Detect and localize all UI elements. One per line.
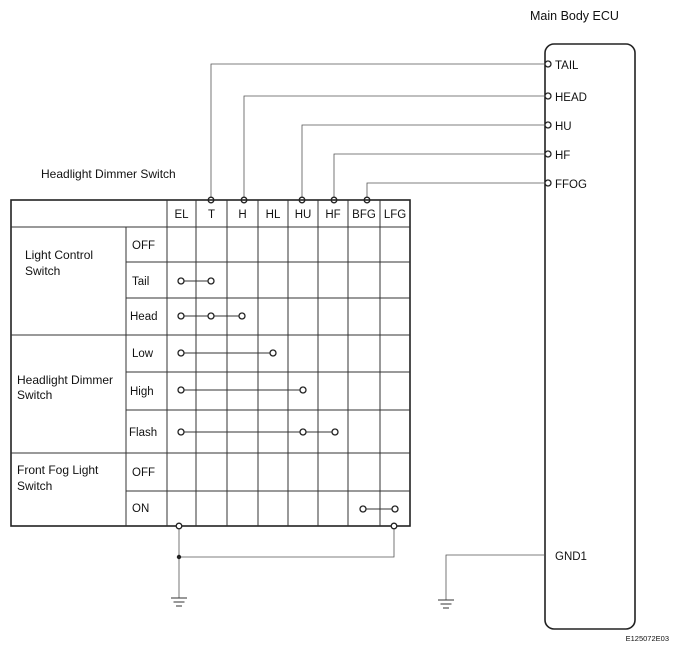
column-header-t: T [208,209,215,221]
ecu-pin-head-label: HEAD [555,92,587,104]
ecu-pin-tail: TAIL [544,60,579,72]
terminal-el-bottom [175,522,183,530]
position-label-fog-on: ON [132,503,149,515]
ecu-pin-ffog: FFOG [544,179,587,191]
ecu-pin-gnd1-label: GND1 [555,551,587,563]
group-label-light-control-line2: Switch [25,264,60,278]
wire-bfg-ffog [366,182,545,200]
wire-h-head [243,95,545,200]
group-label-light-control-line1: Light Control [25,248,93,262]
connection-high [177,386,307,394]
position-label-flash: Flash [129,427,157,439]
position-label-high: High [130,386,154,398]
switch-table-border [10,199,411,527]
column-header-el: EL [174,209,189,221]
connection-low [177,349,277,357]
footer-code: E125072E03 [626,634,669,643]
group-label-dimmer-line2: Switch [17,388,52,402]
group-label-fog-line1: Front Fog Light [17,463,99,477]
wire-t-tail [210,63,545,200]
ecu-pin-tail-label: TAIL [555,60,579,72]
column-header-lfg: LFG [384,209,406,221]
ground-wire-switch [178,529,395,598]
position-label-tail: Tail [132,276,149,288]
position-label-off: OFF [132,240,155,252]
ground-wire-ecu [445,554,545,600]
switch-table [10,199,411,527]
ecu-pin-hf: HF [544,150,570,162]
connection-fog-on [359,505,399,513]
ecu-pin-head: HEAD [544,92,587,104]
position-label-head: Head [130,311,158,323]
ecu-pin-hu: HU [544,121,572,133]
group-label-dimmer-line1: Headlight Dimmer [17,373,113,387]
ecu-pin-hu-label: HU [555,121,572,133]
group-label-fog-line2: Switch [17,479,52,493]
switch-title: Headlight Dimmer Switch [41,167,176,181]
ecu-pin-hf-label: HF [555,150,570,162]
ecu-pin-ffog-label: FFOG [555,179,587,191]
terminal-lfg-bottom [390,522,398,530]
ecu-title: Main Body ECU [530,9,619,23]
ground-junction-dot [176,554,182,560]
column-header-hf: HF [325,209,340,221]
column-header-hu: HU [295,209,312,221]
ground-symbol-ecu-icon [438,599,454,609]
position-label-low: Low [132,348,154,360]
ecu-box [544,43,636,630]
wire-hf-hf [333,153,545,200]
connection-flash [177,428,339,436]
column-header-bfg: BFG [352,209,376,221]
ground-symbol-switch-icon [171,597,187,607]
wire-hu-hu [301,124,545,200]
column-header-h: H [238,209,246,221]
connection-head [177,312,246,320]
connection-tail [177,277,215,285]
position-label-fog-off: OFF [132,467,155,479]
column-header-hl: HL [266,209,281,221]
